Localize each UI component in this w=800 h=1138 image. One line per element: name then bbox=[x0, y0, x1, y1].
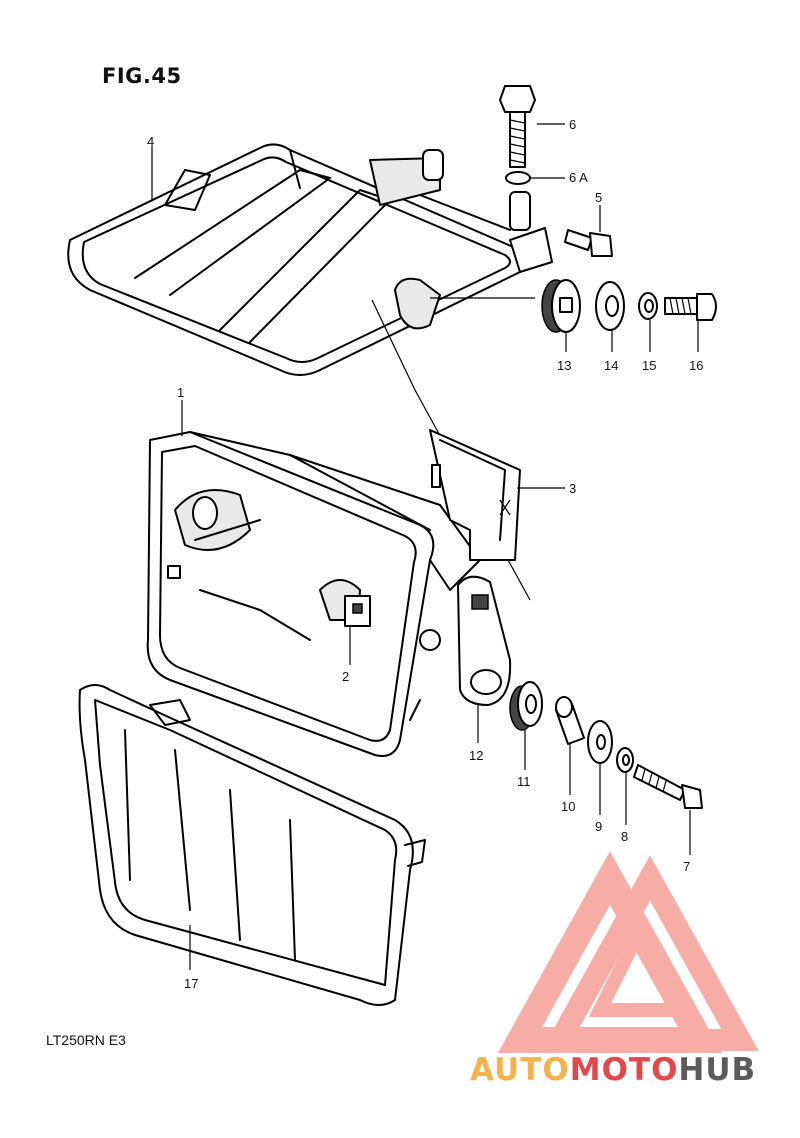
callout-6: 6 bbox=[569, 117, 576, 132]
callout-4: 4 bbox=[147, 134, 154, 149]
callout-8: 8 bbox=[621, 829, 628, 844]
callout-11: 11 bbox=[517, 774, 531, 789]
callout-15: 15 bbox=[642, 358, 656, 373]
callout-labels: 1 2 3 4 5 6 6 A 7 8 9 10 11 12 13 14 15 … bbox=[147, 117, 703, 991]
callout-12: 12 bbox=[469, 748, 483, 763]
callout-7: 7 bbox=[683, 859, 690, 874]
callout-1: 1 bbox=[177, 385, 184, 400]
bolt-part-7 bbox=[633, 764, 703, 809]
clip-part-2 bbox=[344, 595, 371, 627]
callout-10: 10 bbox=[561, 799, 575, 814]
bolt-part-6 bbox=[499, 85, 536, 231]
callout-17: 17 bbox=[184, 976, 198, 991]
bolt-part-5 bbox=[564, 229, 613, 257]
bolt-part-16 bbox=[664, 293, 717, 321]
callout-6a: 6 A bbox=[569, 170, 588, 185]
lower-guard-part-17 bbox=[78, 684, 426, 1006]
callout-16: 16 bbox=[689, 358, 703, 373]
watermark-moto: MOTO bbox=[569, 1052, 679, 1088]
watermark-logo bbox=[497, 851, 759, 1053]
callout-14: 14 bbox=[604, 358, 618, 373]
bracket-part-3 bbox=[429, 429, 521, 561]
headlight-housing-part-1 bbox=[146, 431, 481, 757]
leader-lines bbox=[151, 123, 699, 970]
callout-13: 13 bbox=[557, 358, 571, 373]
washer-part-8 bbox=[616, 747, 634, 773]
washer-part-14 bbox=[595, 281, 625, 331]
watermark-text: AUTOMOTOHUB bbox=[470, 1052, 756, 1088]
callout-9: 9 bbox=[595, 819, 602, 834]
collar-part-10 bbox=[555, 696, 585, 745]
stay-plate-part-12 bbox=[457, 575, 512, 706]
figure-title: FIG.45 bbox=[102, 64, 182, 88]
grommet-part-13 bbox=[541, 279, 581, 333]
grommet-part-11 bbox=[509, 681, 543, 731]
model-code: LT250RN E3 bbox=[46, 1032, 126, 1048]
watermark-auto: AUTO bbox=[470, 1052, 570, 1088]
callout-5: 5 bbox=[595, 190, 602, 205]
callout-2: 2 bbox=[342, 669, 349, 684]
watermark-hub: HUB bbox=[678, 1052, 757, 1088]
washer-part-9 bbox=[587, 720, 613, 764]
callout-3: 3 bbox=[569, 481, 576, 496]
washer-part-15 bbox=[638, 292, 658, 320]
